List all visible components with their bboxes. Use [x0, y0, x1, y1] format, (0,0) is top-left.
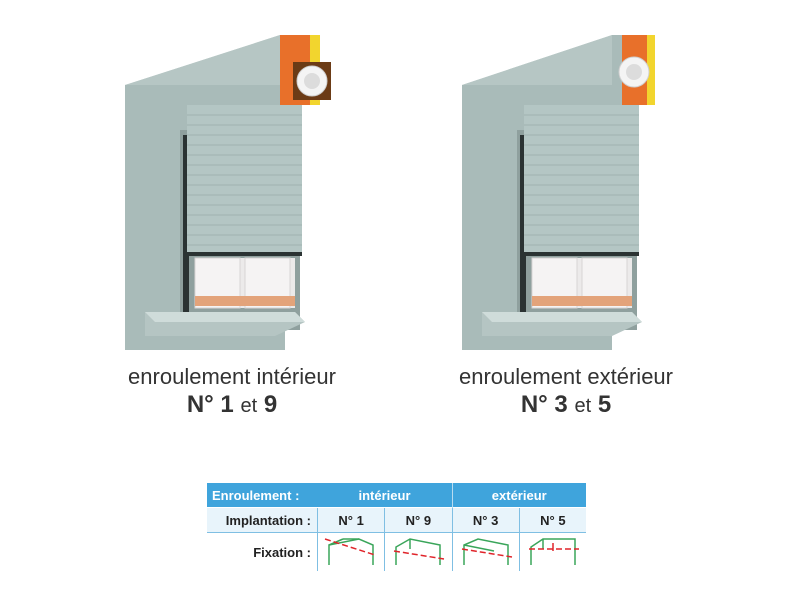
exterior-caption-title: enroulement extérieur	[458, 364, 673, 389]
header-label: Enroulement :	[207, 483, 318, 508]
header-interior: intérieur	[317, 483, 453, 508]
implantation-value-1: N° 1	[316, 507, 385, 533]
exterior-roll-illustration	[462, 35, 655, 350]
interior-number-1: N° 1	[186, 391, 234, 418]
header-exterior: extérieur	[452, 483, 586, 508]
fixation-diagram-3	[451, 532, 520, 571]
fixation-diagram-9	[384, 532, 452, 571]
interior-and: et	[240, 395, 258, 417]
fixation-label: Fixation :	[207, 532, 318, 571]
fixation-diagram-1	[316, 532, 385, 571]
table-header-row: Enroulement : intérieur extérieur	[207, 483, 586, 508]
fixation-5-icon	[528, 537, 579, 565]
implantation-value-5: N° 5	[518, 507, 586, 533]
interior-caption-numbers: N° 1 et 9	[82, 390, 382, 421]
exterior-caption: enroulement extérieur N° 3 et 5	[416, 364, 716, 421]
fixation-row: Fixation :	[207, 532, 586, 571]
exterior-and: et	[574, 395, 592, 417]
exterior-caption-numbers: N° 3 et 5	[416, 390, 716, 421]
exterior-number-2: 5	[597, 391, 612, 418]
specification-table: Enroulement : intérieur extérieur Implan…	[207, 483, 586, 571]
implantation-value-9: N° 9	[384, 507, 452, 533]
implantation-row: Implantation : N° 1 N° 9 N° 3 N° 5	[207, 507, 586, 533]
interior-caption: enroulement intérieur N° 1 et 9	[82, 364, 382, 421]
fixation-diagram-5	[518, 532, 586, 571]
fixation-9-icon	[394, 537, 445, 565]
interior-caption-title: enroulement intérieur	[128, 364, 336, 389]
exterior-number-1: N° 3	[520, 391, 568, 418]
fixation-3-icon	[461, 537, 512, 565]
interior-number-2: 9	[263, 391, 278, 418]
fixation-1-icon	[324, 537, 376, 565]
interior-roll-illustration	[125, 35, 331, 350]
implantation-value-3: N° 3	[451, 507, 520, 533]
implantation-label: Implantation :	[207, 507, 318, 533]
